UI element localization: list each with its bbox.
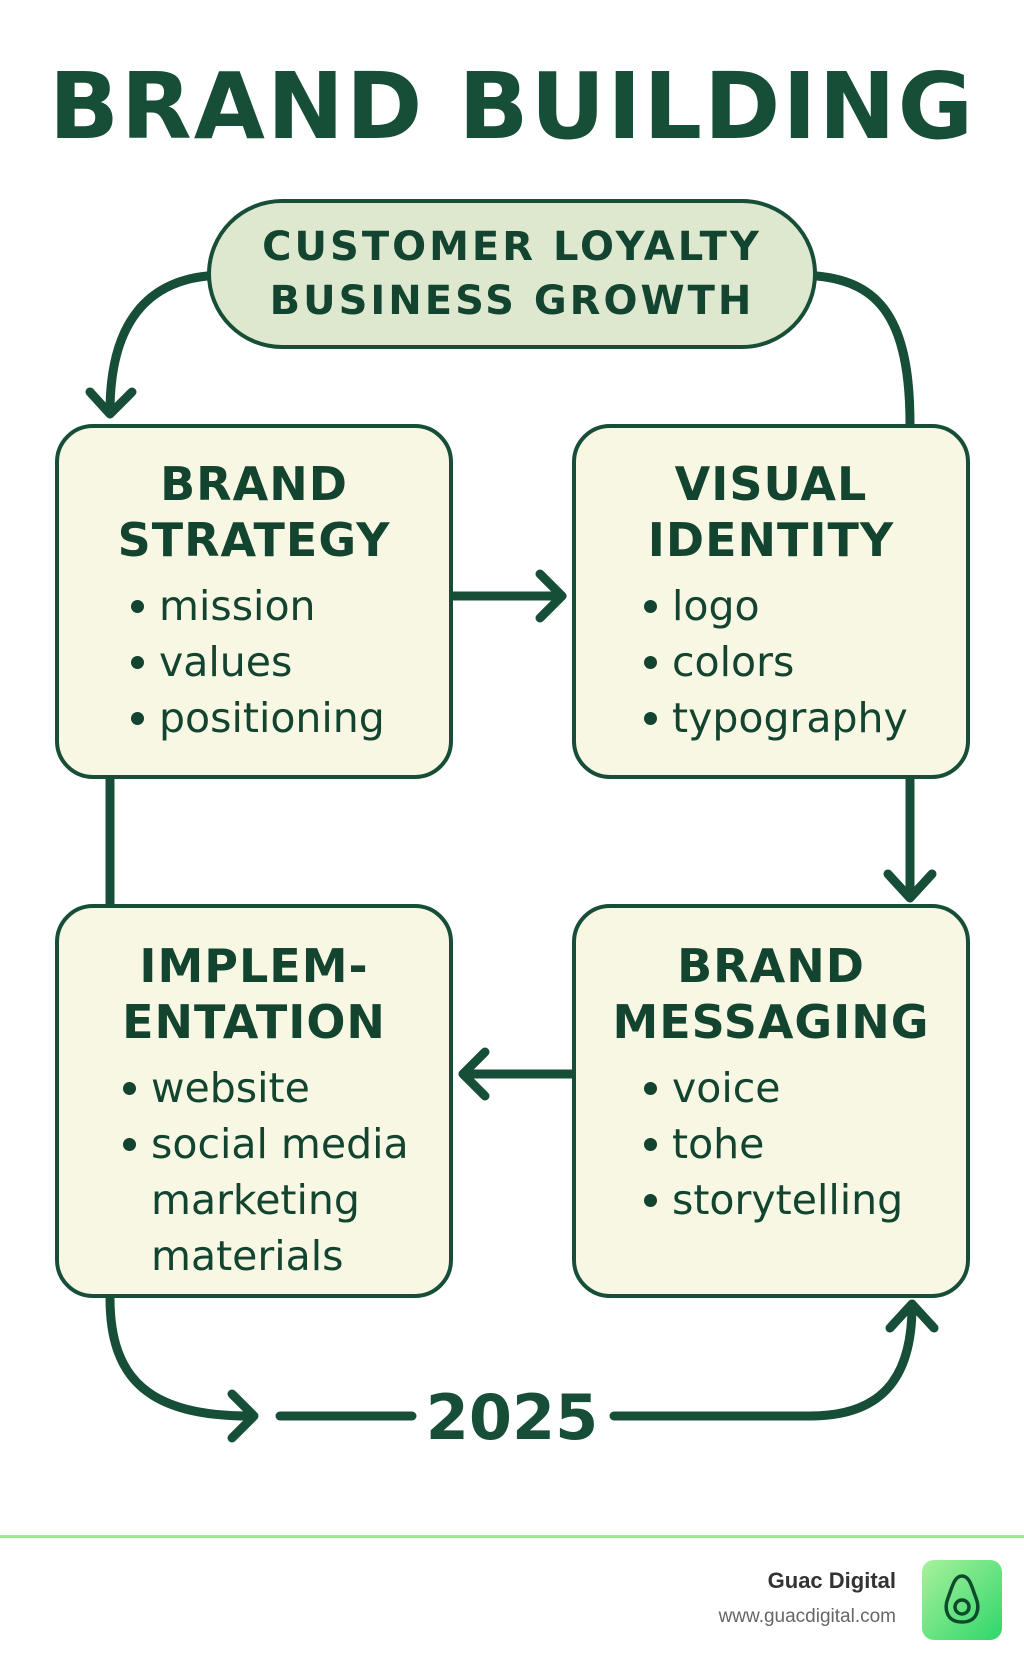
stage-title-line: BRAND [677,939,865,993]
list-item: marketing [151,1176,360,1224]
connector-goal-to-strategy [105,271,212,417]
stage-implementation: IMPLEM- ENTATION website social media ma… [55,904,453,1298]
avocado-icon-glyph [944,1574,980,1624]
stage-title: IMPLEM- ENTATION [59,908,449,1050]
stage-title-line: IMPLEM- [139,939,369,993]
list-item: typography [644,690,966,746]
stage-item-list: mission values positioning [59,578,449,746]
stage-brand-messaging: BRAND MESSAGING voice tohe storytelling [572,904,970,1298]
goal-pill: CUSTOMER LOYALTY BUSINESS GROWTH [207,199,817,349]
list-item: values [131,634,449,690]
goal-line-2: BUSINESS GROWTH [269,278,755,324]
list-item: materials [151,1232,344,1280]
list-item: tohe [644,1116,966,1172]
list-item: mission [131,578,449,634]
arrowhead-timeline-to-messaging [885,1299,939,1333]
list-item: voice [644,1060,966,1116]
timeline-line-right [609,1301,917,1421]
footer-url[interactable]: www.guacdigital.com [718,1606,896,1627]
footer-divider [0,1535,1024,1538]
goal-line-1: CUSTOMER LOYALTY [262,224,762,270]
stage-visual-identity: VISUAL IDENTITY logo colors typography [572,424,970,779]
list-item: logo [644,578,966,634]
arrowhead-timeline [227,1389,259,1443]
list-item: positioning [131,690,449,746]
stage-item-list: website social media marketing materials [59,1060,449,1284]
stage-title-line: STRATEGY [117,513,391,567]
arrowhead-messaging-to-implementation [458,1047,490,1101]
list-item: social media [123,1116,449,1172]
arrowhead-visual-to-messaging [883,869,937,903]
timeline-year: 2025 [425,1381,599,1454]
stage-title-line: BRAND [160,457,348,511]
arrowhead-goal-to-strategy [85,387,137,419]
connector-implementation-to-timeline [105,1293,255,1421]
stage-title: VISUAL IDENTITY [576,428,966,568]
stage-title-line: ENTATION [122,995,386,1049]
stage-title-line: IDENTITY [647,513,895,567]
stage-title: BRAND STRATEGY [59,428,449,568]
connector-goal-to-visual [812,271,915,429]
page-title: BRAND BUILDING [48,53,976,160]
stage-item-list: logo colors typography [576,578,966,746]
stage-brand-strategy: BRAND STRATEGY mission values positionin… [55,424,453,779]
stage-title-line: VISUAL [674,457,868,511]
stage-title: BRAND MESSAGING [576,908,966,1050]
list-item: website [123,1060,449,1116]
list-item: storytelling [644,1172,966,1228]
list-item: colors [644,634,966,690]
stage-title-line: MESSAGING [612,995,930,1049]
avocado-icon [922,1560,1002,1640]
stage-item-list: voice tohe storytelling [576,1060,966,1228]
footer-brand-name: Guac Digital [767,1568,896,1593]
arrowhead-strategy-to-visual [535,569,567,623]
